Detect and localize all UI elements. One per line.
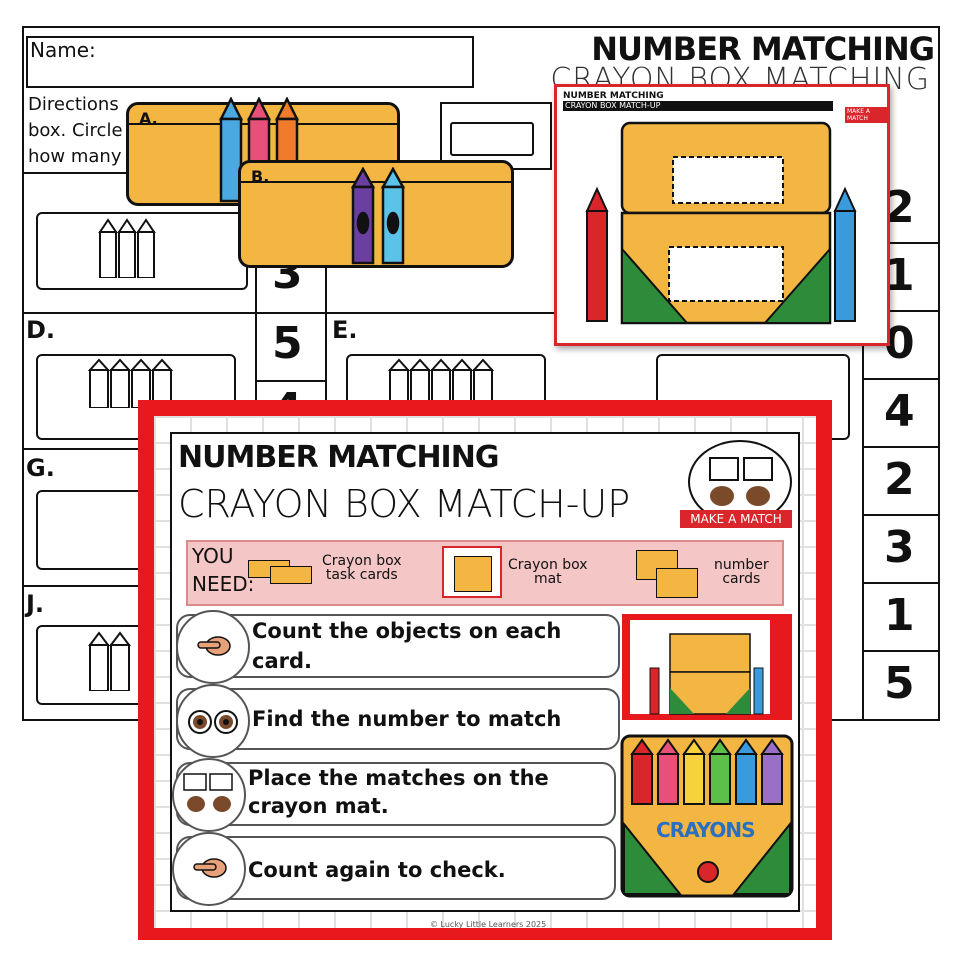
need-item-line: task cards	[325, 567, 398, 583]
need-item-line: Crayon box	[322, 553, 402, 569]
name-field[interactable]	[26, 36, 474, 88]
hand-icon	[197, 636, 231, 656]
number-cards-thumb-icon	[636, 550, 698, 598]
grid-line	[24, 448, 144, 450]
puzzle-match-icon	[172, 758, 246, 832]
crayon-box-outline	[36, 490, 156, 570]
mat-preview-thumbnail	[622, 614, 792, 720]
pointing-hand-icon	[176, 610, 250, 684]
grid-line	[862, 310, 938, 312]
eyes-icon	[176, 684, 250, 758]
grid-line	[24, 312, 864, 314]
step-1	[176, 614, 620, 678]
need-item: Crayon box mat	[508, 558, 588, 586]
make-match-badge: MAKE A MATCH	[845, 107, 887, 123]
grid-line	[862, 514, 938, 516]
grid-line	[325, 250, 327, 400]
step-text: Count again to check.	[248, 855, 506, 885]
answer-number[interactable]: 2	[884, 454, 915, 505]
crayon-box-illustration	[620, 734, 794, 898]
need-item-line: Crayon box	[508, 557, 588, 573]
step-line: crayon mat.	[248, 794, 389, 818]
worksheet-title: NUMBER MATCHING	[591, 30, 935, 68]
make-match-badge: MAKE A MATCH	[680, 510, 792, 528]
grid-line	[862, 242, 938, 244]
task-cards-thumb-icon	[248, 556, 314, 584]
crayon-box-outline	[36, 212, 248, 290]
step-line: Place the matches on the	[248, 766, 549, 790]
directions-line: box. Circle	[28, 120, 123, 141]
puzzle-hands-icon	[183, 773, 233, 812]
answer-number[interactable]: 1	[884, 590, 915, 641]
preview-mat: NUMBER MATCHING CRAYON BOX MATCH-UP MAKE…	[554, 84, 890, 346]
crayon-box-outline	[36, 625, 156, 705]
need-item: Crayon box task cards	[322, 554, 402, 582]
mat-title-bar: CRAYON BOX MATCH-UP	[563, 101, 833, 111]
task-card-b[interactable]: B.	[238, 160, 514, 268]
you-need-line: YOU	[192, 544, 234, 568]
copyright-footer: © Lucky Little Learners 2025	[430, 920, 547, 929]
card-letter: B.	[251, 167, 270, 186]
crayon-box-outline	[450, 122, 534, 156]
row-letter: D.	[26, 316, 56, 344]
directions-line: how many	[28, 146, 122, 167]
step-text: Count the objects on each card.	[252, 616, 561, 676]
need-item-line: number	[714, 557, 769, 573]
grid-line	[862, 582, 938, 584]
crayon-outline-icon	[88, 358, 174, 408]
step-line: Find the number to match	[252, 707, 562, 731]
answer-number[interactable]: 4	[884, 386, 915, 437]
cover-subtitle: CRAYON BOX MATCH-UP	[178, 482, 631, 526]
answer-number[interactable]: 3	[884, 522, 915, 573]
you-need-label: YOU NEED:	[192, 542, 254, 598]
row-letter: G.	[26, 454, 55, 482]
step-line: Count the objects on each	[252, 619, 562, 643]
mat-thumb-icon	[442, 546, 502, 598]
mat-title: NUMBER MATCHING	[563, 91, 664, 101]
grid-line	[24, 585, 144, 587]
crayon-outline-icon	[388, 358, 495, 408]
crayons-label: CRAYONS	[656, 818, 756, 842]
eyes-graphic	[188, 710, 238, 734]
step-line: card.	[252, 649, 312, 673]
need-item: number cards	[714, 558, 769, 586]
worksheet-number: 5	[272, 318, 303, 369]
pointing-hand-icon	[172, 832, 246, 906]
step-2	[176, 688, 620, 750]
grid-line	[255, 380, 325, 382]
name-label: Name:	[30, 38, 96, 62]
row-letter: J.	[26, 590, 45, 618]
puzzle-hands-icon	[709, 457, 773, 506]
mat-subtitle: CRAYON BOX MATCH-UP	[565, 101, 661, 110]
step-text: Find the number to match	[252, 704, 561, 734]
card-line	[241, 181, 511, 183]
directions-text: Directions box. Circle how many	[28, 92, 128, 170]
crayons-icon	[350, 167, 406, 265]
step-3	[176, 762, 616, 826]
crayon-box-mat-illustration	[585, 121, 857, 325]
row-letter: E.	[332, 316, 358, 344]
directions-line: Directions	[28, 94, 119, 115]
cover-title: NUMBER MATCHING	[178, 440, 499, 475]
grid-line	[862, 446, 938, 448]
grid-line	[862, 650, 938, 652]
you-need-line: NEED:	[192, 572, 255, 596]
mat-thumbnail-icon	[649, 633, 764, 715]
answer-number[interactable]: 5	[884, 658, 915, 709]
hand-icon	[193, 858, 227, 878]
grid-line	[862, 378, 938, 380]
need-item-line: cards	[722, 571, 761, 587]
crayon-outline-icon	[98, 218, 156, 278]
grid-line	[255, 250, 257, 400]
crayon-outline-icon	[88, 631, 131, 691]
step-text: Place the matches on the crayon mat.	[248, 764, 549, 820]
need-item-line: mat	[533, 571, 562, 587]
card-letter: A.	[139, 109, 158, 128]
step-4	[176, 836, 616, 900]
step-line: Count again to check.	[248, 858, 506, 882]
